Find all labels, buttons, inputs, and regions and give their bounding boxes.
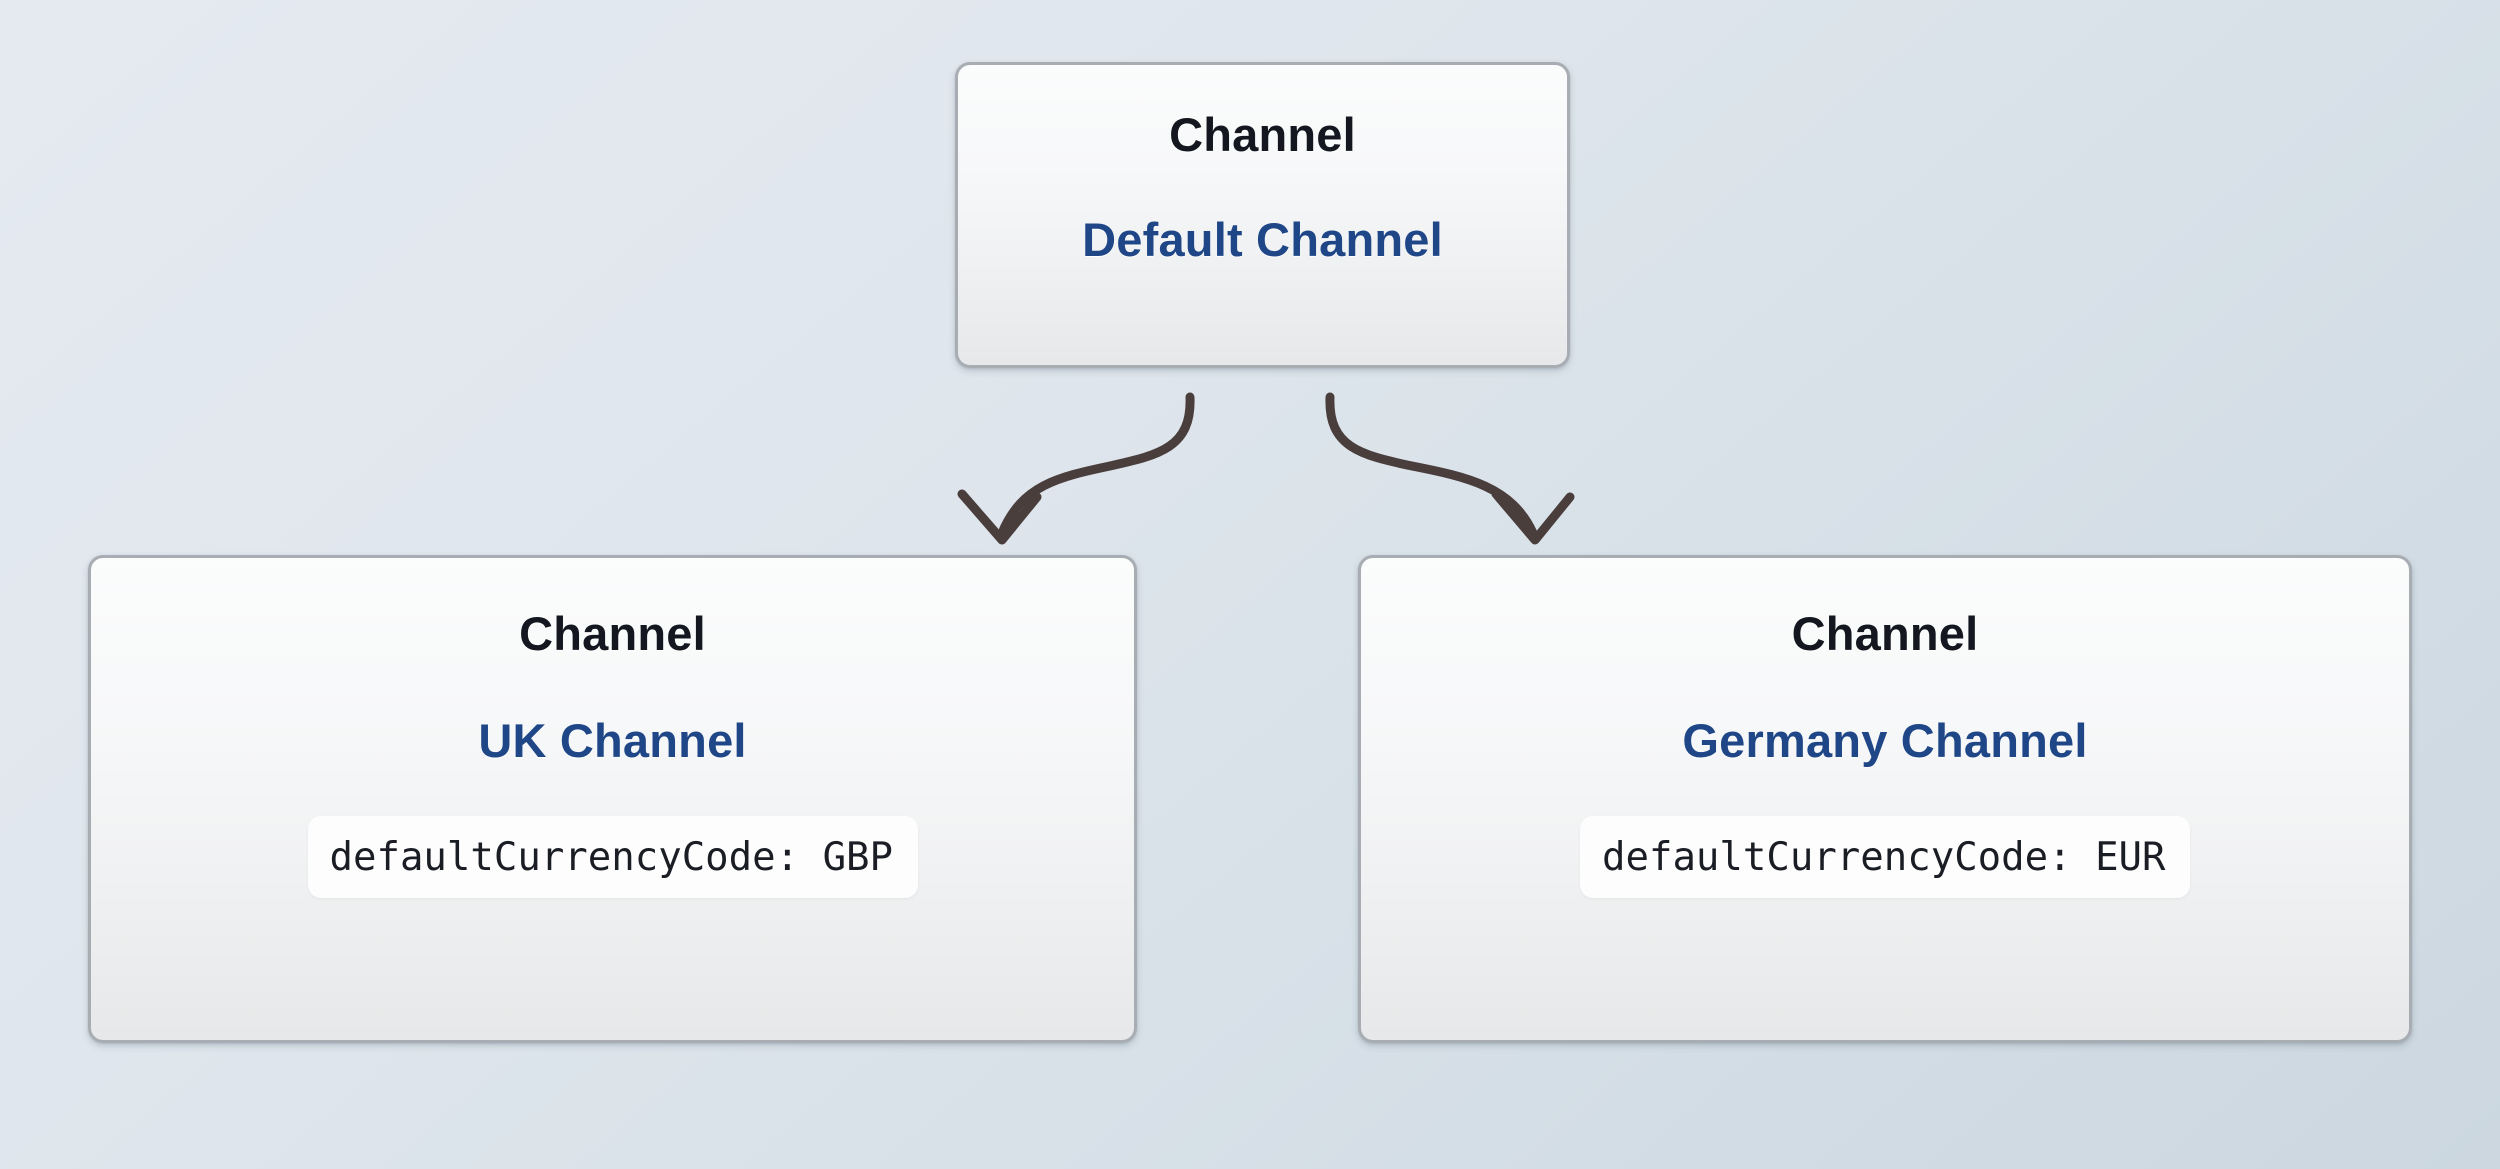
edge-root-to-germany	[1325, 392, 1575, 545]
node-name-label: Default Channel	[1082, 213, 1443, 266]
node-name-label: Germany Channel	[1682, 714, 2088, 767]
node-name-label: UK Channel	[478, 714, 747, 767]
node-type-label: Channel	[1169, 108, 1356, 161]
node-uk-channel[interactable]: Channel UK Channel defaultCurrencyCode: …	[88, 555, 1137, 1043]
edge-root-to-uk	[957, 392, 1195, 545]
node-property-default-currency-code: defaultCurrencyCode: EUR	[1580, 816, 2190, 898]
node-type-label: Channel	[1791, 607, 1979, 660]
node-default-channel[interactable]: Channel Default Channel	[955, 62, 1570, 368]
node-property-default-currency-code: defaultCurrencyCode: GBP	[307, 816, 918, 898]
node-type-label: Channel	[519, 607, 706, 660]
node-germany-channel[interactable]: Channel Germany Channel defaultCurrencyC…	[1358, 555, 2412, 1043]
